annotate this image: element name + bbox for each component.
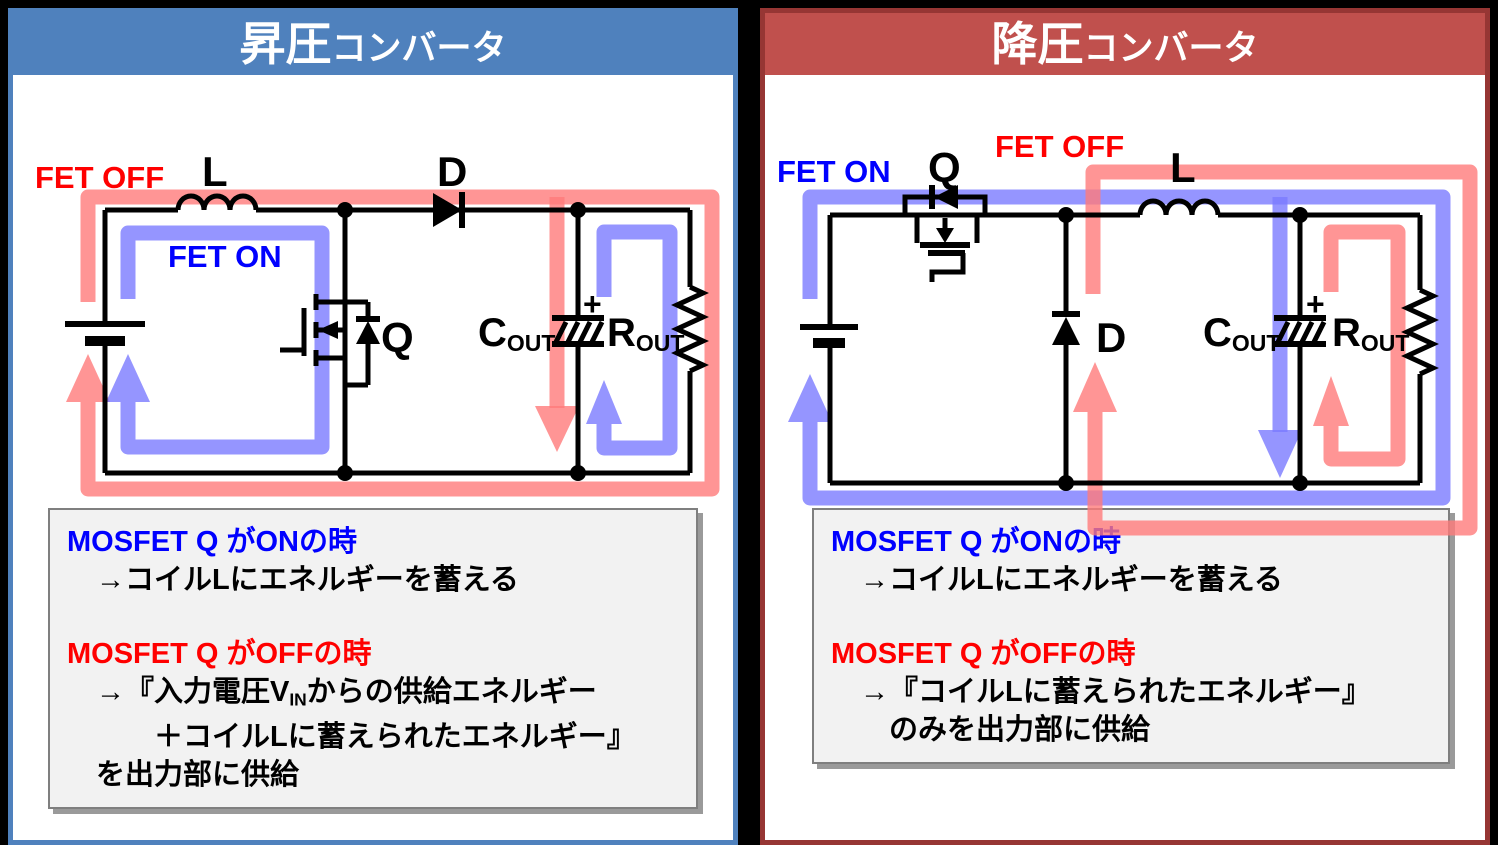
boost-info-box: MOSFET Q がONの時 →コイルLにエネルギーを蓄える MOSFET Q が… <box>48 508 698 810</box>
buck-info-box: MOSFET Q がONの時 →コイルLにエネルギーを蓄える MOSFET Q が… <box>812 508 1450 764</box>
info-line: を出力部に供給 <box>67 756 690 794</box>
info-line: →コイルLにエネルギーを蓄える <box>67 561 690 599</box>
boost-header: 昇圧コンバータ <box>13 13 733 75</box>
info-line: →コイルLにエネルギーを蓄える <box>831 561 1442 599</box>
boost-title-suffix: コンバータ <box>331 29 507 68</box>
info-line: MOSFET Q がONの時 <box>67 523 690 561</box>
info-text: を出力部に供給 <box>67 759 300 792</box>
info-text: のみを出力部に供給 <box>831 714 1151 746</box>
boost-title: 昇圧 <box>239 18 332 70</box>
info-blank-line <box>67 599 690 635</box>
info-line: MOSFET Q がONの時 <box>831 523 1442 561</box>
info-line: のみを出力部に供給 <box>831 711 1442 749</box>
info-line: →『コイルLに蓄えられたエネルギー』 <box>831 673 1442 711</box>
info-line: MOSFET Q がOFFの時 <box>67 635 690 673</box>
info-line: →『入力電圧VINからの供給エネルギー <box>67 673 690 718</box>
buck-title: 降圧 <box>991 18 1084 70</box>
info-text: MOSFET Q がOFFの時 <box>831 638 1136 670</box>
info-line: ＋コイルLに蓄えられたエネルギー』 <box>67 718 690 756</box>
info-blank-line <box>831 599 1442 635</box>
info-text: →『入力電圧V <box>67 676 290 708</box>
info-text: ＋コイルLに蓄えられたエネルギー』 <box>67 721 636 754</box>
info-text: →『コイルLに蓄えられたエネルギー』 <box>831 676 1371 708</box>
buck-header: 降圧コンバータ <box>765 13 1485 75</box>
info-text: MOSFET Q がOFFの時 <box>67 638 372 670</box>
info-line: MOSFET Q がOFFの時 <box>831 635 1442 673</box>
info-text: →コイルLにエネルギーを蓄える <box>67 564 519 596</box>
info-text: MOSFET Q がONの時 <box>831 526 1122 558</box>
info-text: からの供給エネルギー <box>306 676 597 708</box>
info-subscript: IN <box>289 689 307 710</box>
info-text: →コイルLにエネルギーを蓄える <box>831 564 1283 596</box>
buck-title-suffix: コンバータ <box>1083 29 1259 68</box>
info-text: MOSFET Q がONの時 <box>67 526 358 558</box>
